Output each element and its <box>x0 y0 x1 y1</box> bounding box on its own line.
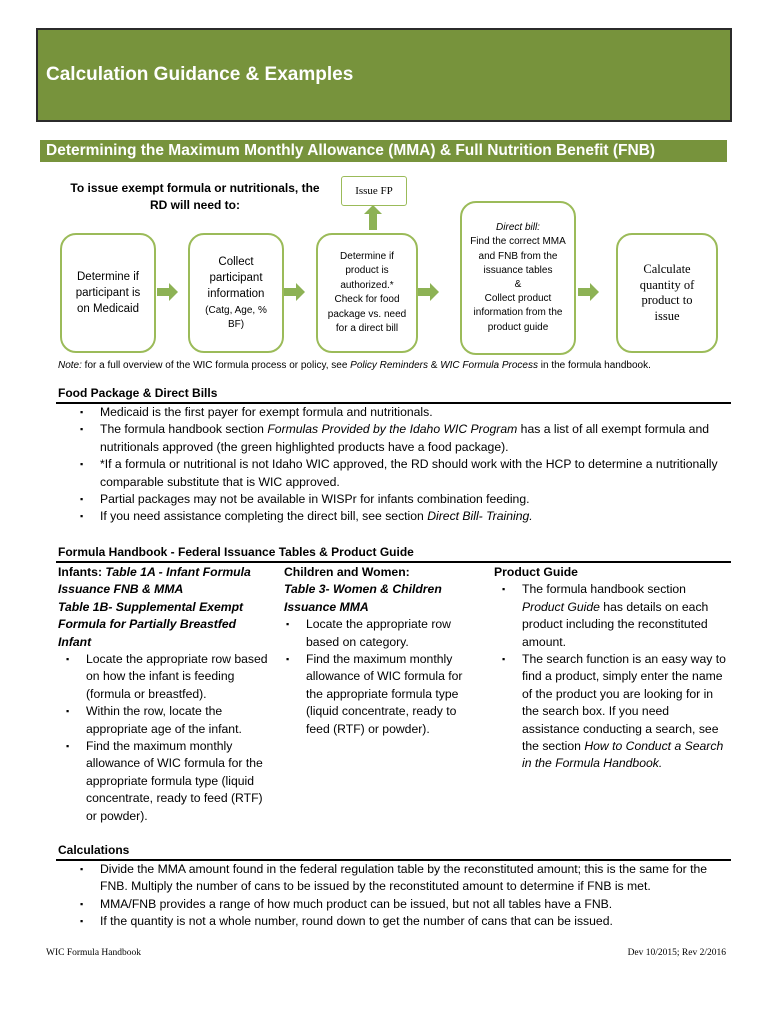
title-banner: Calculation Guidance & Examples <box>36 28 732 122</box>
list-item: *If a formula or nutritional is not Idah… <box>78 456 730 491</box>
section-title: Determining the Maximum Monthly Allowanc… <box>46 142 656 159</box>
step-medicaid-box: Determine if participant is on Medicaid <box>60 233 156 353</box>
list-item: If you need assistance completing the di… <box>78 508 730 526</box>
list-item-ref: Formulas Provided by the Idaho WIC Progr… <box>267 422 518 437</box>
note-label: Note: <box>58 360 82 371</box>
infants-label: Infants: <box>58 565 106 579</box>
note-text: for a full overview of the WIC formula p… <box>81 360 351 371</box>
note-text: & <box>427 360 441 371</box>
flow-note: Note: for a full overview of the WIC for… <box>58 360 651 371</box>
product-heading: Product Guide <box>494 565 578 579</box>
list-item: Medicaid is the first payer for exempt f… <box>78 404 730 422</box>
food-package-list: Medicaid is the first payer for exempt f… <box>78 404 730 526</box>
arrow-up-icon <box>364 205 382 230</box>
list-item: Find the maximum monthly allowance of WI… <box>284 651 480 738</box>
list-item: Divide the MMA amount found in the feder… <box>78 861 730 896</box>
list-item-ref: How to Conduct a Search in the Formula H… <box>522 739 724 771</box>
handbook-rule <box>56 561 731 563</box>
arrow-right-icon <box>284 283 305 301</box>
infants-table-1b: Table 1B- Supplemental Exempt Formula fo… <box>58 599 244 649</box>
calculations-list: Divide the MMA amount found in the feder… <box>78 861 730 931</box>
list-item: The formula handbook section Formulas Pr… <box>78 421 730 456</box>
infants-heading: Infants: Table 1A - Infant Formula Issua… <box>58 564 268 599</box>
step-direct-bill-amp: & <box>514 279 522 290</box>
list-item-ref: Product Guide <box>522 599 600 614</box>
list-item-text: The search function is an easy way to fi… <box>522 652 726 754</box>
step-collect-info-detail: (Catg, Age, % BF) <box>205 305 267 330</box>
calculations-rule <box>56 859 731 861</box>
step-collect-info-box: Collect participant information (Catg, A… <box>188 233 284 353</box>
list-item: The formula handbook section Product Gui… <box>500 581 726 651</box>
step-direct-bill-text: Find the correct MMA and FNB from the is… <box>470 236 566 276</box>
children-table-3: Table 3- Women & Children Issuance MMA <box>284 582 442 614</box>
issue-fp-box: Issue FP <box>341 176 407 206</box>
calculations-heading: Calculations <box>58 843 130 857</box>
step-collect-info-text: Collect participant information <box>207 256 265 300</box>
note-ref-policy: Policy Reminders <box>350 360 428 371</box>
step-direct-bill-detail: Collect product information from the pro… <box>473 293 563 333</box>
section-header-bar: Determining the Maximum Monthly Allowanc… <box>40 140 727 162</box>
children-column: Children and Women: Table 3- Women & Chi… <box>284 564 480 738</box>
page-title: Calculation Guidance & Examples <box>46 64 354 85</box>
list-item-text: The formula handbook section <box>522 582 686 597</box>
list-item-text: has details on each product including th… <box>522 599 709 649</box>
infants-column: Infants: Table 1A - Infant Formula Issua… <box>58 564 268 825</box>
step-calculate-text: Calculate quantity of product to issue <box>639 262 695 323</box>
children-heading: Children and Women: <box>284 565 410 579</box>
note-text: in the formula handbook. <box>538 360 651 371</box>
list-item: Find the maximum monthly allowance of WI… <box>64 738 268 825</box>
footer-left: WIC Formula Handbook <box>46 948 141 958</box>
list-item: The search function is an easy way to fi… <box>500 651 726 773</box>
flow-intro-text: To issue exempt formula or nutritionals,… <box>70 181 320 212</box>
product-column: Product Guide The formula handbook secti… <box>494 564 726 773</box>
issue-fp-label: Issue FP <box>355 185 393 197</box>
handbook-heading: Formula Handbook - Federal Issuance Tabl… <box>58 545 414 559</box>
list-item: Locate the appropriate row based on cate… <box>284 616 480 651</box>
arrow-right-icon <box>157 283 178 301</box>
list-item-text: The formula handbook section <box>100 422 268 437</box>
list-item: If the quantity is not a whole number, r… <box>78 913 730 931</box>
food-package-rule <box>56 402 731 404</box>
step-calculate-box: Calculate quantity of product to issue <box>616 233 718 353</box>
arrow-right-icon <box>578 283 599 301</box>
step-authorized-detail: Check for food package vs. need for a di… <box>327 294 407 334</box>
step-medicaid-text: Determine if participant is on Medicaid <box>75 271 141 315</box>
list-item: Partial packages may not be available in… <box>78 491 730 509</box>
note-ref-process: WIC Formula Process <box>440 360 538 371</box>
list-item-text: has a list of all exempt formula and nut… <box>100 422 710 454</box>
infants-table-1a: Table 1A - Infant Formula Issuance FNB &… <box>58 565 251 597</box>
list-item: Within the row, locate the appropriate a… <box>64 703 268 738</box>
list-item: MMA/FNB provides a range of how much pro… <box>78 896 730 914</box>
list-item-text: If you need assistance completing the di… <box>100 509 428 524</box>
step-authorized-text: Determine if product is authorized.* <box>340 250 394 291</box>
food-package-heading: Food Package & Direct Bills <box>58 386 218 400</box>
step-direct-bill-title: Direct bill: <box>496 222 540 234</box>
step-authorized-box: Determine if product is authorized.* Che… <box>316 233 418 353</box>
arrow-right-icon <box>418 283 439 301</box>
list-item-ref: Direct Bill- Training. <box>427 509 533 524</box>
step-direct-bill-box: Direct bill: Find the correct MMA and FN… <box>460 201 576 355</box>
list-item: Locate the appropriate row based on how … <box>64 651 268 703</box>
footer-right: Dev 10/2015; Rev 2/2016 <box>627 948 726 958</box>
